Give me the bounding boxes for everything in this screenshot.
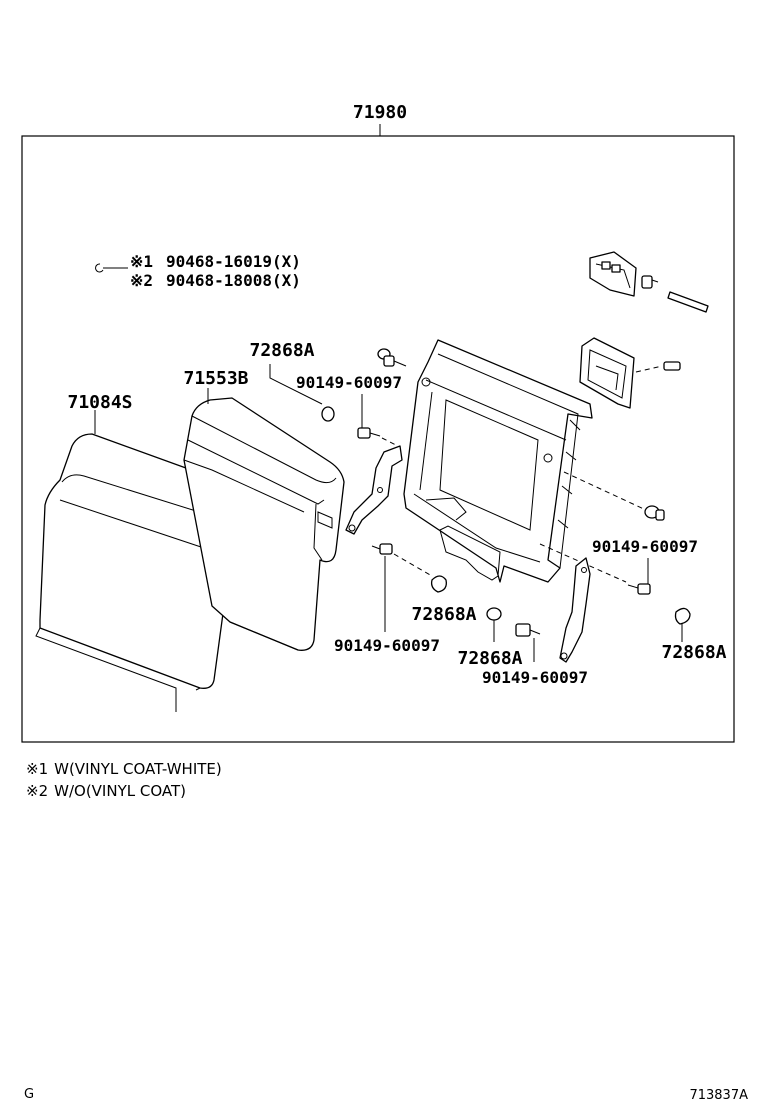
bolt-right-lower <box>627 583 651 595</box>
bolt-right-upper <box>644 505 665 521</box>
note-1-mark: ※1 <box>26 760 48 778</box>
label-72868a-top: 72868A <box>249 340 314 361</box>
hinge-bracket-left <box>345 445 403 535</box>
legend-mark-1: ※1 <box>130 252 153 271</box>
seatback-frame <box>403 339 593 583</box>
label-72868a-center: 72868A <box>411 604 476 625</box>
dash-bolt-top <box>381 437 399 447</box>
legend-part-2: 90468-18008(X) <box>166 271 301 290</box>
lock-knob-housing <box>579 337 681 409</box>
grommet-lower <box>486 607 502 621</box>
label-90149-lower: 90149-60097 <box>482 668 588 687</box>
grommet-center <box>430 575 447 593</box>
assembly-number-label: 71980 <box>353 102 407 123</box>
note-1-text: W(VINYL COAT-WHITE) <box>54 760 222 778</box>
label-71084s: 71084S <box>67 392 132 413</box>
assembly-frame <box>21 135 735 743</box>
dash-center <box>393 553 433 577</box>
grommet-top <box>321 406 335 422</box>
label-72868a-lower: 72868A <box>457 648 522 669</box>
label-90149-top: 90149-60097 <box>296 373 402 392</box>
dash-frame-right <box>563 471 647 511</box>
bolt-lower <box>515 623 541 637</box>
bolt-frame-top <box>377 348 407 367</box>
note-2-mark: ※2 <box>26 782 48 800</box>
legend-part-1: 90468-16019(X) <box>166 252 301 271</box>
note-2: ※2 W/O(VINYL COAT) <box>26 782 186 800</box>
footer-diagram-id: 713837A <box>689 1088 748 1103</box>
grommet-right <box>674 607 691 625</box>
legend-mark-2: ※2 <box>130 271 153 290</box>
leader-72868a-top <box>269 364 323 405</box>
note-1: ※1 W(VINYL COAT-WHITE) <box>26 760 222 778</box>
label-90149-right: 90149-60097 <box>592 537 698 556</box>
note-2-text: W/O(VINYL COAT) <box>54 782 186 800</box>
hinge-bracket-right <box>559 557 591 663</box>
clip-icon <box>95 263 104 273</box>
seatback-pad-71553b <box>183 397 345 651</box>
bolt-top <box>357 427 381 439</box>
bolt-center-left <box>371 543 393 555</box>
label-90149-center: 90149-60097 <box>334 636 440 655</box>
headrest-support <box>589 251 709 313</box>
label-71553b: 71553B <box>183 368 248 389</box>
label-72868a-right: 72868A <box>661 642 726 663</box>
legend: ※1 90468-16019(X) ※2 90468-18008(X) <box>95 252 301 290</box>
footer-left-code: G <box>24 1087 34 1102</box>
